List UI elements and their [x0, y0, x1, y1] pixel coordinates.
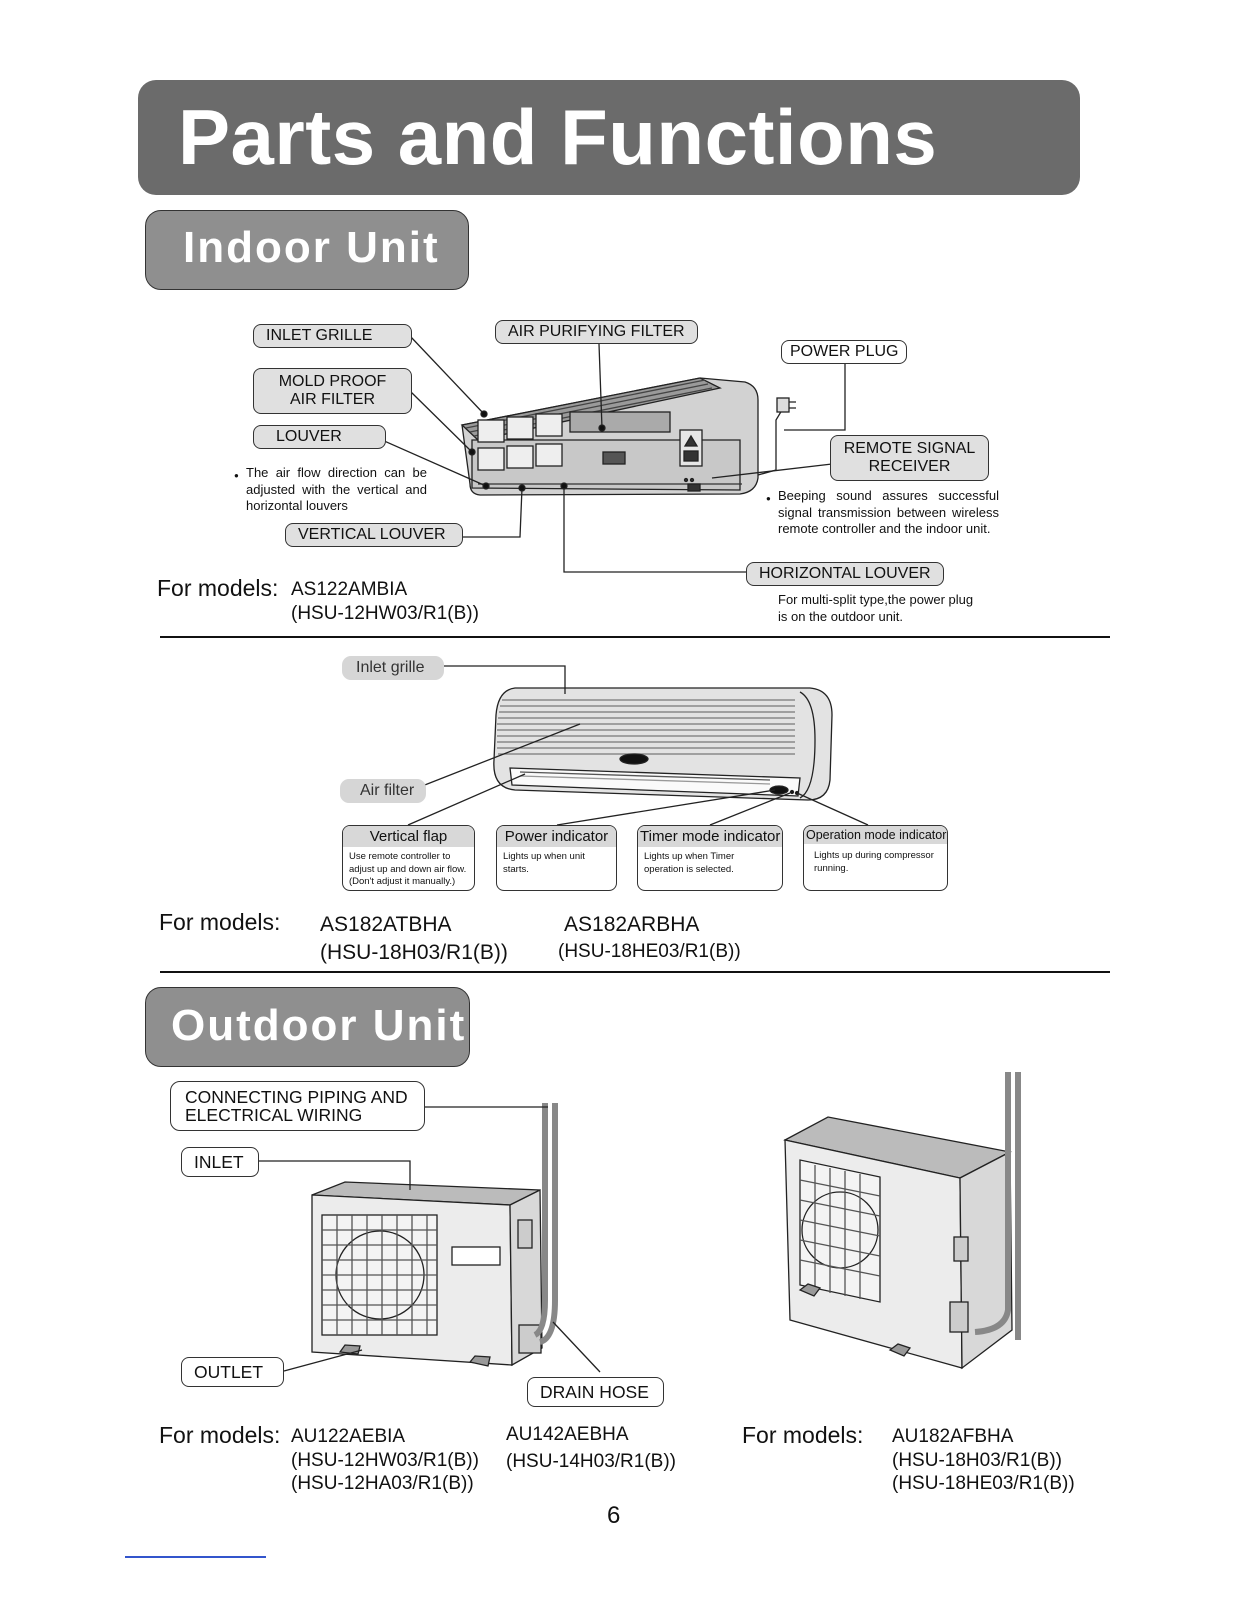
outdoor-unit-illustration-right [783, 1072, 1021, 1370]
label-horizontal-louver: HORIZONTAL LOUVER [746, 562, 944, 586]
indicator-title: Timer mode indicator [638, 826, 782, 847]
indoor-unit-illustration-2 [493, 687, 833, 801]
mold-proof-line1: MOLD PROOF [278, 373, 387, 390]
divider-1 [160, 636, 1110, 638]
label-inlet: INLET [181, 1147, 259, 1177]
outdoor-section-pill [145, 987, 470, 1067]
label-air-purifying-filter: AIR PURIFYING FILTER [495, 320, 698, 344]
label-connecting-piping: CONNECTING PIPING AND ELECTRICAL WIRING [170, 1081, 425, 1131]
remote-line2: RECEIVER [868, 458, 951, 475]
indicator-desc: Lights up when unit starts. [503, 851, 585, 875]
label-vertical-louver: VERTICAL LOUVER [285, 523, 463, 547]
note-louver: The air flow direction can be adjusted w… [234, 465, 427, 515]
indicator-desc: Use remote controller to adjust up and d… [349, 851, 467, 887]
outdoor-right-model-2: (HSU-18H03/R1(B)) [892, 1450, 1062, 1471]
title-banner [138, 80, 1080, 195]
indoor2-model-col2-2: (HSU-18HE03/R1(B)) [558, 941, 741, 962]
indicator-title: Vertical flap [343, 826, 474, 847]
indoor-section-title: Indoor Unit [183, 223, 440, 272]
indoor-unit-illustration-1 [460, 377, 796, 496]
indoor1-model-2: (HSU-12HW03/R1(B)) [291, 603, 479, 624]
footer-link-underline [125, 1556, 266, 1558]
label-power-plug: POWER PLUG [781, 340, 908, 364]
note-remote: Beeping sound assures successful signal … [766, 488, 999, 538]
indicator-desc: Lights up during compressor running. [814, 850, 934, 874]
indoor2-model-col2-1: AS182ARBHA [564, 913, 700, 936]
indicator-operation-mode: Operation mode indicator Lights up durin… [803, 825, 948, 891]
indicator-timer-mode: Timer mode indicator Lights up when Time… [637, 825, 783, 891]
label-air-filter-2: Air filter [340, 779, 426, 803]
remote-line1: REMOTE SIGNAL [843, 440, 976, 457]
indoor1-model-1: AS122AMBIA [291, 579, 408, 600]
indicator-desc: Lights up when Timer operation is select… [644, 851, 735, 875]
label-outlet: OUTLET [181, 1357, 284, 1387]
indicator-title: Power indicator [497, 826, 616, 847]
piping-line2: ELECTRICAL WIRING [185, 1105, 363, 1125]
outdoor-left-models-heading: For models: [159, 1422, 281, 1448]
outdoor-right-model-3: (HSU-18HE03/R1(B)) [892, 1473, 1075, 1494]
indicator-power: Power indicator Lights up when unit star… [496, 825, 617, 891]
outdoor-left-model-col2-1: AU142AEBHA [506, 1424, 629, 1445]
label-inlet-grille-2: Inlet grille [342, 656, 444, 680]
indoor1-models-heading: For models: [157, 575, 279, 601]
indicator-title: Operation mode indicator [804, 826, 947, 844]
outdoor-section-title: Outdoor Unit [171, 1001, 467, 1050]
page-title: Parts and Functions [178, 93, 938, 181]
indoor2-model-col1-1: AS182ATBHA [320, 913, 452, 936]
outdoor-left-model-col2-2: (HSU-14H03/R1(B)) [506, 1451, 676, 1472]
label-remote-signal-receiver: REMOTE SIGNAL RECEIVER [830, 435, 989, 481]
outdoor-left-model-col1-3: (HSU-12HA03/R1(B)) [291, 1473, 474, 1494]
outdoor-right-model-1: AU182AFBHA [892, 1426, 1014, 1447]
divider-2 [160, 971, 1110, 973]
label-drain-hose: DRAIN HOSE [527, 1377, 664, 1407]
indoor-section-pill [145, 210, 469, 290]
page-number: 6 [607, 1502, 621, 1529]
label-inlet-grille: INLET GRILLE [253, 324, 412, 348]
label-louver: LOUVER [253, 425, 386, 449]
note-power-plug: For multi-split type,the power plug is o… [778, 592, 974, 624]
indoor2-models-heading: For models: [159, 909, 281, 935]
outdoor-unit-illustration-left [311, 1103, 558, 1367]
indicator-vertical-flap: Vertical flap Use remote controller to a… [342, 825, 475, 891]
outdoor-left-model-col1-2: (HSU-12HW03/R1(B)) [291, 1450, 479, 1471]
mold-proof-line2: AIR FILTER [289, 391, 376, 408]
piping-line1: CONNECTING PIPING AND [185, 1087, 408, 1107]
indoor2-model-col1-2: (HSU-18H03/R1(B)) [320, 941, 508, 964]
outdoor-left-model-col1-1: AU122AEBIA [291, 1426, 406, 1447]
outdoor-right-models-heading: For models: [742, 1422, 864, 1448]
label-mold-proof-filter: MOLD PROOF AIR FILTER [253, 368, 412, 414]
